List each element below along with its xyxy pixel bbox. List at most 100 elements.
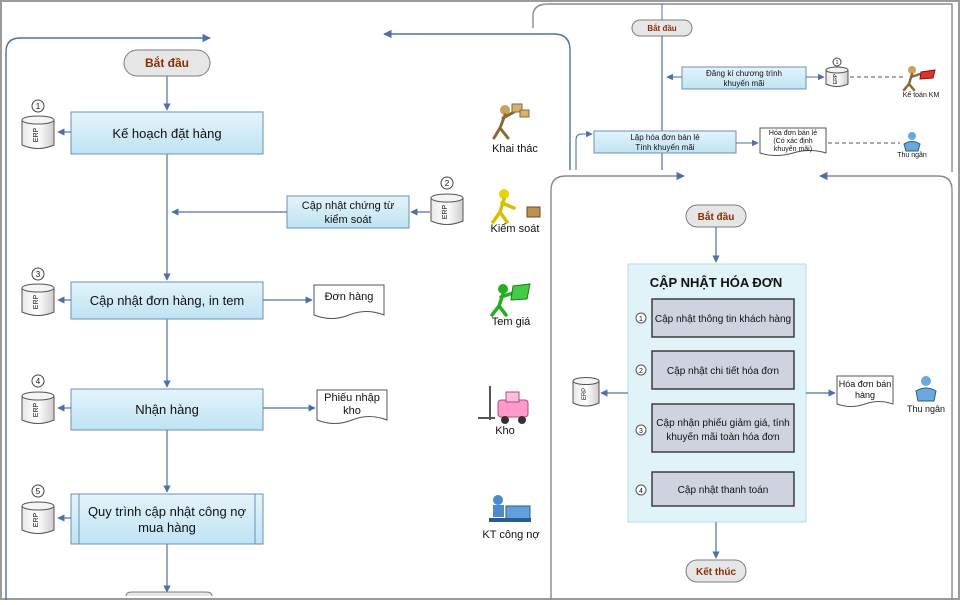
actor-body [903, 141, 921, 152]
database-top [825, 66, 849, 74]
box-shape [511, 103, 523, 113]
step-number-badge [635, 484, 647, 496]
step-number: 4 [36, 377, 41, 386]
left-start-label: Bắt đầu [145, 55, 189, 70]
document-label-line-3: khuyến mãi) [774, 144, 812, 153]
step-number-badge [635, 312, 647, 324]
actor-head [921, 376, 931, 386]
box-shape [519, 109, 530, 118]
invoice-step-4 [651, 471, 795, 507]
database-top [21, 391, 55, 401]
invoice-step-label: Cập nhật chi tiết hóa đơn [667, 365, 779, 377]
database-top [21, 115, 55, 125]
document-phieu-nhap-kho [316, 389, 388, 424]
actors-column: Khai thác Kiểm soát Tem giá Kho [478, 103, 541, 541]
database-body [21, 396, 55, 424]
step-number-badge [832, 57, 842, 67]
actor-label: Tem giá [492, 316, 531, 328]
actor-label: Kế toán KM [903, 90, 940, 99]
actor-body [492, 110, 516, 140]
database-label: ERP [833, 73, 839, 84]
step-number: 1 [836, 60, 839, 66]
step-number-badge [635, 424, 647, 436]
invoice-step-1 [651, 298, 795, 338]
step-label-line-2: mua hàng [138, 520, 196, 535]
step-number: 2 [445, 179, 450, 188]
database-body [21, 506, 55, 534]
invoice-group-title: CẬP NHẬT HÓA ĐƠN [650, 275, 782, 290]
actor-label: Khai thác [492, 143, 538, 155]
invoice-step-2 [651, 350, 795, 390]
step-dang-ki-khuyen-mai [681, 66, 807, 90]
actor-head [908, 132, 916, 140]
erp-database-2: ERP 2 [430, 176, 464, 225]
step-number: 1 [36, 102, 41, 111]
invoice-flow-panel: Bắt đầu CẬP NHẬT HÓA ĐƠN Cập nhật thông … [550, 171, 953, 600]
actor-head [908, 66, 916, 74]
step-label-line-2: kiểm soát [324, 214, 371, 226]
database-label: ERP [442, 204, 449, 219]
actor-label: KT công nợ [482, 529, 539, 541]
document-don-hang [313, 284, 385, 319]
document-label-line-2: (Có xác định [773, 138, 812, 145]
step-number-badge [440, 176, 454, 190]
invoice-end-node [685, 559, 747, 583]
step-label-line-2: Tính khuyến mãi [635, 143, 694, 152]
actor-body [493, 505, 504, 517]
wheel [501, 416, 509, 424]
left-panel-top-arrow [383, 29, 571, 170]
step-quy-trinh-cong-no [70, 493, 264, 545]
box-shape [526, 206, 541, 218]
database-label: ERP [33, 512, 40, 527]
left-next-node-partial [125, 591, 213, 597]
erp-database-invoice: ERP [572, 377, 600, 407]
erp-database-4: ERP 4 [21, 374, 71, 424]
actor-label: Kho [495, 425, 515, 437]
actor-head [493, 495, 503, 505]
step-number: 2 [639, 368, 643, 375]
step-label-line-1: Quy trình cập nhật công nợ [88, 504, 247, 519]
sign-shape [919, 69, 936, 80]
cashier-icon [915, 376, 937, 402]
invoice-step-3 [651, 403, 795, 453]
database-body [572, 381, 600, 407]
step-number: 3 [36, 270, 41, 279]
invoice-step-label: Cập nhật thông tin khách hàng [655, 314, 791, 325]
actor-body [491, 197, 516, 224]
document-hoa-don-ban-le [759, 127, 827, 156]
actor-label: Kiểm soát [491, 223, 540, 235]
worker-carrying-icon [492, 103, 530, 140]
step-number-badge [31, 374, 45, 388]
database-body [430, 198, 464, 225]
document-label-line-2: kho [343, 405, 361, 417]
document-label-line-1: Hóa đơn bán [839, 379, 891, 389]
invoice-end-label: Kết thúc [696, 566, 736, 578]
step-label-line-1: Lập hóa đơn bán lẻ [630, 133, 700, 142]
accountant-desk-icon [489, 495, 531, 522]
step-number-badge [31, 484, 45, 498]
actor-head [498, 284, 508, 294]
database-label: ERP [33, 127, 40, 142]
invoice-step-label: Cập nhật thanh toán [678, 485, 769, 496]
actor-body [902, 72, 922, 92]
database-label: ERP [582, 388, 588, 400]
database-top [21, 283, 55, 293]
left-flow-panel: Bắt đầu Kế hoạch đặt hàng Cập nhật chứng… [5, 29, 571, 600]
step-number-badge [31, 267, 45, 281]
database-body [21, 120, 55, 149]
step-number: 4 [639, 488, 643, 495]
promotion-accountant-icon [902, 66, 936, 92]
desk-top [489, 518, 531, 522]
cashier-icon [903, 132, 921, 152]
step-label-line-1: Cập nhật chứng từ [302, 200, 395, 212]
step-cap-nhat-chung-tu [286, 195, 410, 229]
database-top [572, 377, 600, 385]
erp-database-1: ERP 1 [21, 99, 71, 149]
invoice-start-label: Bắt đầu [698, 210, 735, 223]
forklift-body [497, 399, 529, 418]
price-tag-worker-icon [490, 283, 531, 317]
tag-shape [510, 283, 531, 301]
document-label-line-1: Hóa đơn bán lẻ [769, 130, 817, 137]
actor-label: Thu ngân [897, 152, 927, 159]
